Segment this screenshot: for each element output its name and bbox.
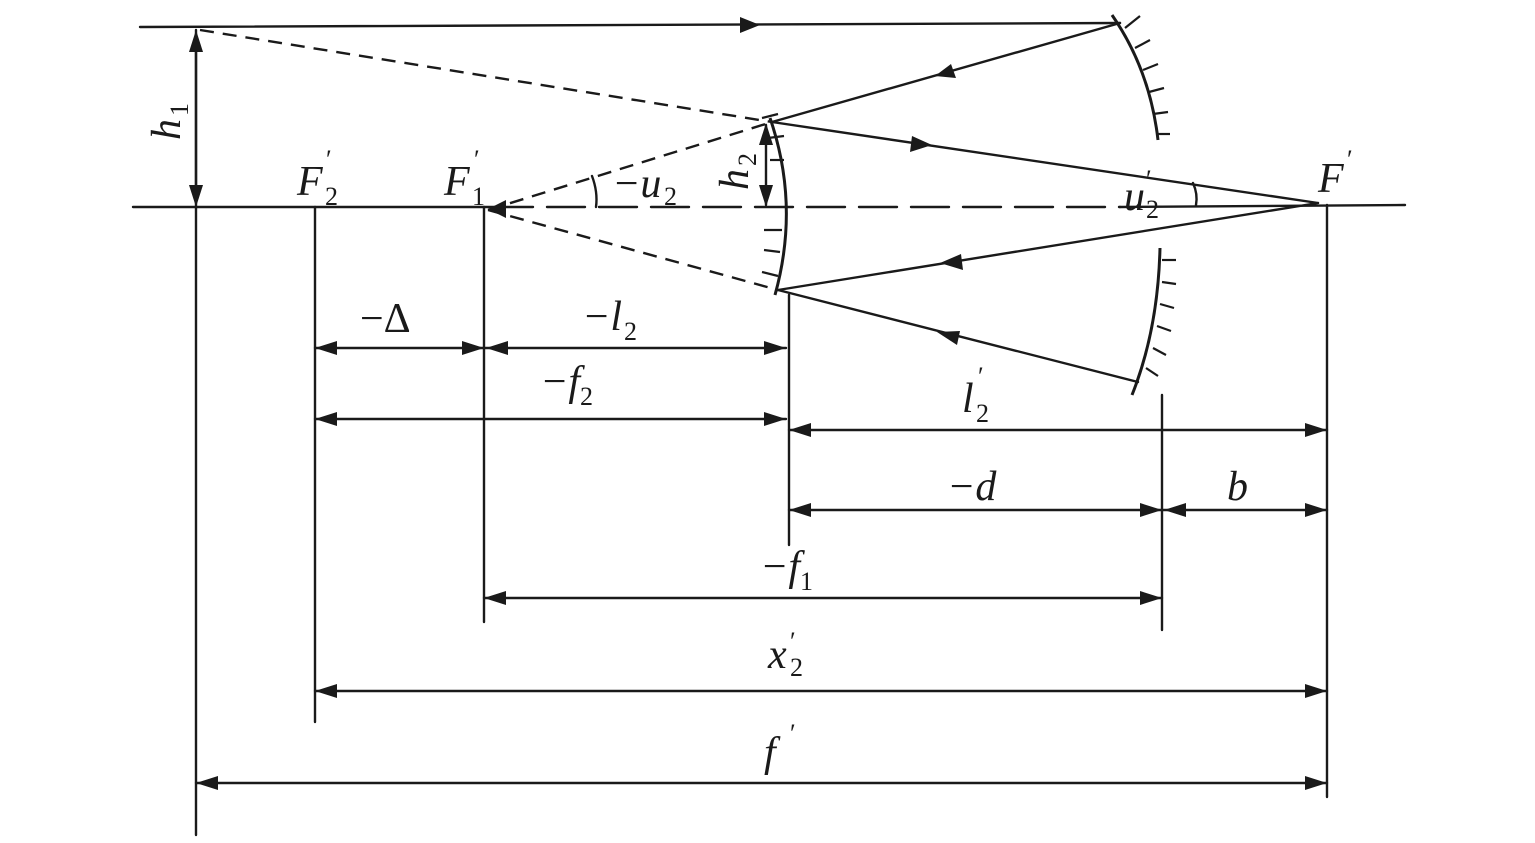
svg-text:F: F bbox=[1317, 156, 1344, 202]
svg-text:−l: −l bbox=[582, 294, 622, 340]
label-f-prime-point: F ′ bbox=[1317, 145, 1353, 202]
svg-text:2: 2 bbox=[1146, 195, 1159, 224]
svg-text:2: 2 bbox=[733, 153, 762, 166]
svg-text:′: ′ bbox=[790, 627, 796, 656]
angle-u2p-arc bbox=[1191, 181, 1198, 207]
svg-text:l: l bbox=[962, 376, 974, 422]
primary-mirror-upper bbox=[1110, 14, 1170, 141]
label-neg-f2: −f 2 bbox=[540, 359, 593, 411]
svg-text:2: 2 bbox=[790, 653, 803, 682]
ray-secondary-to-focus-upper bbox=[770, 120, 1320, 205]
svg-text:1: 1 bbox=[165, 103, 194, 116]
svg-text:h: h bbox=[712, 169, 758, 190]
dimension-neg-d bbox=[787, 503, 1164, 517]
dimension-fp bbox=[194, 776, 1329, 790]
svg-text:F: F bbox=[296, 159, 323, 205]
svg-text:′: ′ bbox=[474, 145, 480, 174]
label-u2-prime: u 2 ′ bbox=[1124, 165, 1159, 224]
svg-text:−f: −f bbox=[760, 544, 805, 590]
svg-text:′: ′ bbox=[1347, 145, 1353, 174]
label-h1: h 1 bbox=[144, 103, 194, 140]
dimension-l2p bbox=[787, 423, 1329, 437]
svg-text:′: ′ bbox=[790, 719, 796, 748]
label-f-prime: f ′ bbox=[764, 719, 796, 776]
label-neg-u2: −u 2 bbox=[612, 161, 677, 211]
svg-text:F: F bbox=[443, 159, 470, 205]
label-x2-prime: x 2 ′ bbox=[767, 627, 803, 682]
svg-text:2: 2 bbox=[664, 182, 677, 211]
svg-text:2: 2 bbox=[624, 317, 637, 346]
dimension-x2p bbox=[313, 684, 1329, 698]
label-h2: h 2 bbox=[712, 153, 762, 190]
label-b: b bbox=[1227, 464, 1248, 510]
angle-u2-arc bbox=[590, 174, 598, 209]
optical-axis bbox=[131, 203, 1407, 209]
label-neg-delta: −Δ bbox=[360, 296, 411, 342]
svg-text:b: b bbox=[1227, 464, 1248, 510]
label-f1-prime: F 1 ′ bbox=[443, 145, 485, 211]
ray-primary-to-secondary-upper bbox=[770, 21, 1122, 124]
incoming-ray bbox=[138, 17, 1122, 33]
svg-text:2: 2 bbox=[976, 399, 989, 428]
dimension-neg-f1 bbox=[482, 591, 1164, 605]
svg-text:1: 1 bbox=[800, 567, 813, 596]
svg-text:h: h bbox=[144, 119, 190, 140]
svg-text:u: u bbox=[1124, 174, 1145, 220]
svg-text:2: 2 bbox=[580, 382, 593, 411]
svg-text:−u: −u bbox=[612, 161, 661, 207]
dashed-extension-lines bbox=[199, 28, 779, 292]
svg-text:f: f bbox=[764, 730, 781, 776]
vertical-reference-lines bbox=[194, 28, 1329, 837]
svg-text:2: 2 bbox=[325, 182, 338, 211]
svg-text:−f: −f bbox=[540, 359, 585, 405]
f1-point-marker bbox=[488, 200, 506, 218]
dimension-neg-f2 bbox=[313, 412, 788, 426]
label-neg-l2: −l 2 bbox=[582, 294, 637, 346]
ray-focus-to-secondary-lower bbox=[776, 201, 1320, 292]
dimension-neg-delta bbox=[313, 341, 486, 355]
svg-text:′: ′ bbox=[978, 362, 984, 391]
label-neg-f1: −f 1 bbox=[760, 544, 813, 596]
h2-dimension bbox=[759, 123, 773, 207]
label-l2-prime: l 2 ′ bbox=[962, 362, 989, 428]
svg-text:′: ′ bbox=[1146, 165, 1152, 194]
primary-mirror-lower bbox=[1130, 247, 1177, 396]
dimension-b bbox=[1160, 503, 1329, 517]
svg-text:−d: −d bbox=[947, 464, 997, 510]
h1-dimension bbox=[189, 30, 203, 207]
svg-text:x: x bbox=[767, 632, 787, 678]
svg-text:−Δ: −Δ bbox=[360, 296, 411, 342]
label-f2-prime: F 2 ′ bbox=[296, 145, 338, 211]
svg-text:1: 1 bbox=[472, 182, 485, 211]
dimension-neg-l2 bbox=[482, 341, 788, 355]
svg-text:′: ′ bbox=[326, 145, 332, 174]
secondary-mirror bbox=[761, 112, 788, 296]
label-neg-d: −d bbox=[947, 464, 997, 510]
ray-secondary-to-primary-lower bbox=[776, 288, 1140, 384]
